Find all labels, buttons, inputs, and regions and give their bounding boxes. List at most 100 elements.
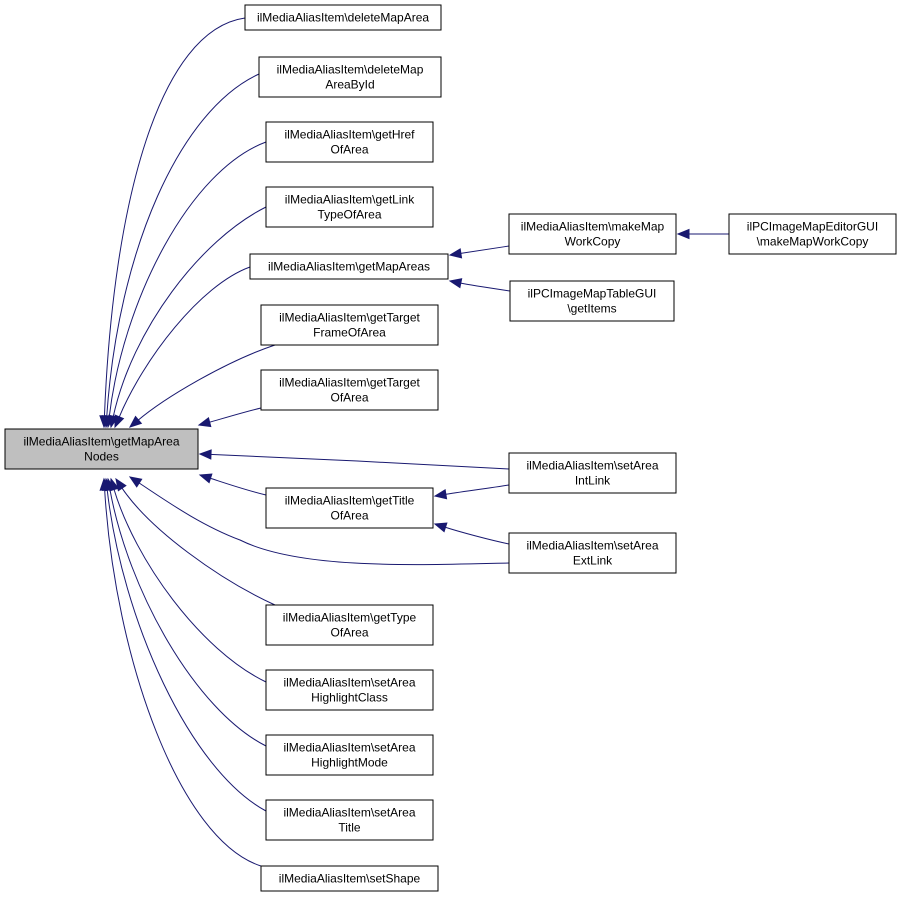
node-label-line: HighlightClass <box>311 691 388 705</box>
edge-line <box>444 526 510 545</box>
edge-setAreaHighlightClass-to-root <box>109 477 267 683</box>
node-label-line: ilMediaAliasItem\setArea <box>283 806 415 820</box>
node-label-line: ilMediaAliasItem\getMapAreas <box>268 260 430 274</box>
edge-makeMapWorkCopy-to-getMapAreas <box>448 245 510 259</box>
arrow-head-icon <box>448 278 463 289</box>
edge-getHrefOfArea-to-root <box>104 141 267 429</box>
edge-line <box>209 453 510 470</box>
node-label-line: ilMediaAliasItem\getTitle <box>285 494 415 508</box>
node-label-line: ilMediaAliasItem\getLink <box>285 193 415 207</box>
node-label-line: OfArea <box>330 626 368 640</box>
node-label-line: ilMediaAliasItem\getTarget <box>279 376 420 390</box>
node-box[interactable] <box>260 865 439 892</box>
node-label-line: ilMediaAliasItem\deleteMap <box>277 63 424 77</box>
node-box[interactable] <box>260 304 439 346</box>
node-box[interactable] <box>265 487 434 529</box>
edge-editorMakeMapWorkCopy-to-makeMapWorkCopy <box>676 228 729 240</box>
arrow-head-icon <box>433 489 448 500</box>
node-setShape[interactable]: ilMediaAliasItem\setShape <box>260 865 439 892</box>
edge-getItems-to-getMapAreas <box>448 278 511 292</box>
node-box[interactable] <box>4 428 199 470</box>
edges-layer <box>99 17 729 867</box>
edge-setAreaIntLink-to-root <box>198 449 510 470</box>
node-label-line: OfArea <box>330 509 368 523</box>
node-label-line: Nodes <box>84 450 119 464</box>
node-box[interactable] <box>249 253 449 280</box>
node-label-line: Title <box>338 821 361 835</box>
node-box[interactable] <box>509 280 675 322</box>
node-label-line: OfArea <box>330 143 368 157</box>
edge-line <box>106 488 267 812</box>
edge-line <box>137 344 276 421</box>
edge-getTitleOfArea-to-root <box>198 473 267 496</box>
edge-line <box>138 482 510 566</box>
edge-line <box>113 488 267 683</box>
edge-getMapAreas-to-root <box>114 266 251 429</box>
node-label-line: WorkCopy <box>565 235 621 249</box>
edge-getTargetFrameOfArea-to-root <box>128 344 276 428</box>
node-label-line: HighlightMode <box>311 756 388 770</box>
node-box[interactable] <box>265 604 434 646</box>
node-box[interactable] <box>265 121 434 163</box>
node-label-line: ilMediaAliasItem\setArea <box>283 741 415 755</box>
node-label-line: ilMediaAliasItem\getType <box>283 611 417 625</box>
arrow-head-icon <box>676 228 690 240</box>
edge-setAreaHighlightMode-to-root <box>104 477 267 747</box>
edge-setAreaTitle-to-root <box>102 477 267 812</box>
edge-line <box>108 141 267 418</box>
edge-line <box>104 488 262 867</box>
node-box[interactable] <box>508 452 677 494</box>
node-box[interactable] <box>728 213 897 255</box>
edge-line <box>118 266 251 418</box>
node-label-line: ilMediaAliasItem\setShape <box>279 872 421 886</box>
node-box[interactable] <box>260 369 439 411</box>
edge-line <box>459 245 510 254</box>
node-box[interactable] <box>244 4 442 31</box>
arrow-head-icon <box>128 415 143 428</box>
node-label-line: \makeMapWorkCopy <box>757 235 869 249</box>
node-deleteMapArea[interactable]: ilMediaAliasItem\deleteMapArea <box>244 4 442 31</box>
node-getMapAreas[interactable]: ilMediaAliasItem\getMapAreas <box>249 253 449 280</box>
node-editorMakeMapWorkCopy[interactable]: ilPCImageMapEditorGUI\makeMapWorkCopy <box>728 213 897 255</box>
edge-getTargetOfArea-to-root <box>197 407 262 428</box>
node-getItems[interactable]: ilPCImageMapTableGUI\getItems <box>509 280 675 322</box>
node-label-line: FrameOfArea <box>313 326 386 340</box>
node-label-line: OfArea <box>330 391 368 405</box>
node-box[interactable] <box>508 213 677 255</box>
arrow-head-icon <box>448 248 463 259</box>
node-label-line: ilMediaAliasItem\getTarget <box>279 311 420 325</box>
arrow-head-icon <box>99 477 110 491</box>
node-label-line: ilMediaAliasItem\makeMap <box>521 220 665 234</box>
node-label-line: ilMediaAliasItem\setArea <box>526 539 658 553</box>
edge-line <box>109 488 267 747</box>
edge-line <box>112 206 267 418</box>
node-box[interactable] <box>258 56 442 98</box>
edge-setAreaExtLink-to-getTitleOfArea <box>433 522 510 545</box>
node-label-line: ilPCImageMapEditorGUI <box>747 220 878 234</box>
node-box[interactable] <box>265 669 434 711</box>
node-box[interactable] <box>265 734 434 776</box>
edge-line <box>106 73 260 418</box>
node-makeMapWorkCopy[interactable]: ilMediaAliasItem\makeMapWorkCopy <box>508 213 677 255</box>
edge-setAreaIntLink-to-getTitleOfArea <box>433 484 510 500</box>
node-box[interactable] <box>265 799 434 841</box>
node-box[interactable] <box>508 532 677 574</box>
edge-line <box>459 282 511 292</box>
arrow-head-icon <box>197 417 212 428</box>
node-box[interactable] <box>265 186 434 228</box>
edge-line <box>209 477 267 496</box>
